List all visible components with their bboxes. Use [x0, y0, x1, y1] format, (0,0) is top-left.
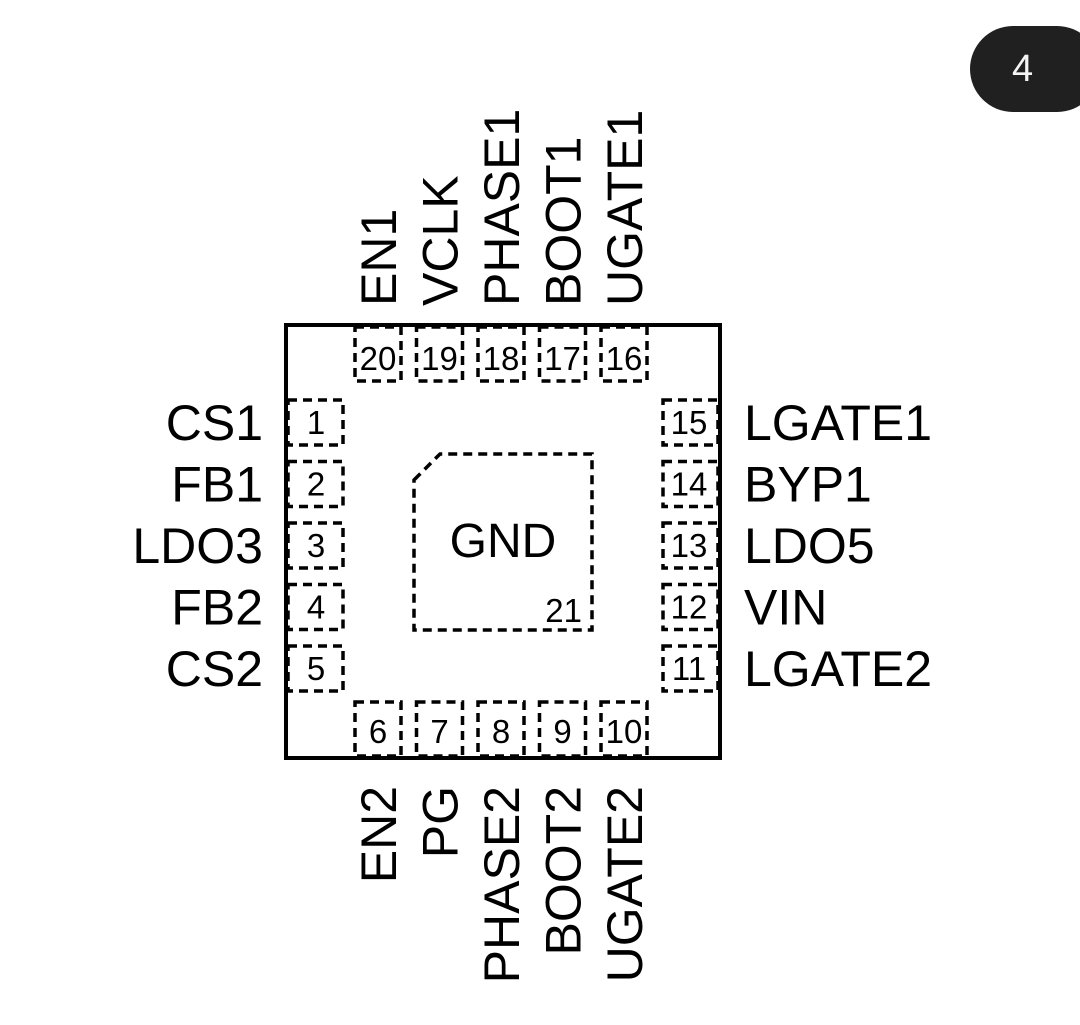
pin-label: BOOT1 — [536, 137, 592, 306]
pin-pad — [286, 521, 345, 570]
pin-label: BOOT2 — [536, 786, 592, 955]
pin-pad — [286, 398, 345, 447]
pin-pad — [661, 459, 720, 509]
pin-number: 10 — [606, 713, 643, 750]
pin-pad — [599, 700, 649, 758]
pin-number: 16 — [606, 340, 643, 377]
pin-number: 13 — [671, 527, 708, 564]
pin-pad — [661, 644, 720, 693]
pin-number: 8 — [492, 713, 510, 750]
pin-pad — [353, 700, 403, 758]
pin-label: VIN — [744, 580, 827, 636]
pin-number: 9 — [553, 713, 571, 750]
pin-pad — [537, 325, 588, 383]
exposed-pad-outline — [412, 452, 594, 632]
pin-pad — [353, 325, 403, 383]
pin-number: 15 — [671, 404, 708, 441]
pin-pad — [476, 700, 526, 758]
pin-label: LGATE2 — [744, 641, 932, 697]
pin-label: LDO5 — [744, 518, 875, 574]
pin-label: PHASE1 — [474, 109, 530, 306]
pin-label: BYP1 — [744, 457, 872, 513]
pin-number: 19 — [421, 340, 458, 377]
pin-number: 12 — [671, 589, 708, 626]
pin-label: VCLK — [413, 175, 469, 306]
pin-pad — [476, 325, 526, 383]
pin-pad — [414, 700, 465, 758]
pin-label: FB1 — [171, 457, 263, 513]
pin-number: 18 — [483, 340, 520, 377]
exposed-pad-label: GND — [450, 515, 557, 568]
pin-pad — [537, 700, 588, 758]
pin-number: 2 — [307, 466, 325, 503]
pin-number: 6 — [369, 713, 387, 750]
pin-label: LDO3 — [132, 518, 263, 574]
pin-pad — [286, 582, 345, 632]
pin-pad — [661, 521, 720, 570]
pin-number: 7 — [430, 713, 448, 750]
pin-number: 5 — [307, 650, 325, 687]
package-outline — [284, 323, 722, 760]
pin-number: 20 — [360, 340, 397, 377]
pin-label: UGATE1 — [597, 110, 653, 306]
pin-pad — [661, 398, 720, 447]
pin-label: UGATE2 — [597, 786, 653, 982]
pin-number: 4 — [307, 589, 325, 626]
exposed-pad-number: 21 — [545, 592, 582, 629]
pin-label: PG — [413, 786, 469, 858]
pin-number: 1 — [307, 404, 325, 441]
pin-pad — [286, 644, 345, 693]
page-number-badge: 4 — [970, 26, 1080, 112]
pin-label: PHASE2 — [474, 786, 530, 983]
pin-label: EN1 — [351, 209, 407, 306]
pin-label: CS2 — [166, 641, 263, 697]
pin-label: FB2 — [171, 580, 263, 636]
pin-number: 17 — [544, 340, 581, 377]
pin-pad — [599, 325, 649, 383]
pin-label: EN2 — [351, 786, 407, 883]
pin-pad — [661, 582, 720, 632]
pin-number: 11 — [672, 650, 706, 687]
pin-number: 14 — [671, 466, 708, 503]
pin-number: 3 — [307, 527, 325, 564]
pin-pad — [414, 325, 465, 383]
pin-pad — [286, 459, 345, 509]
pin-label: CS1 — [166, 395, 263, 451]
pin-label: LGATE1 — [744, 395, 932, 451]
